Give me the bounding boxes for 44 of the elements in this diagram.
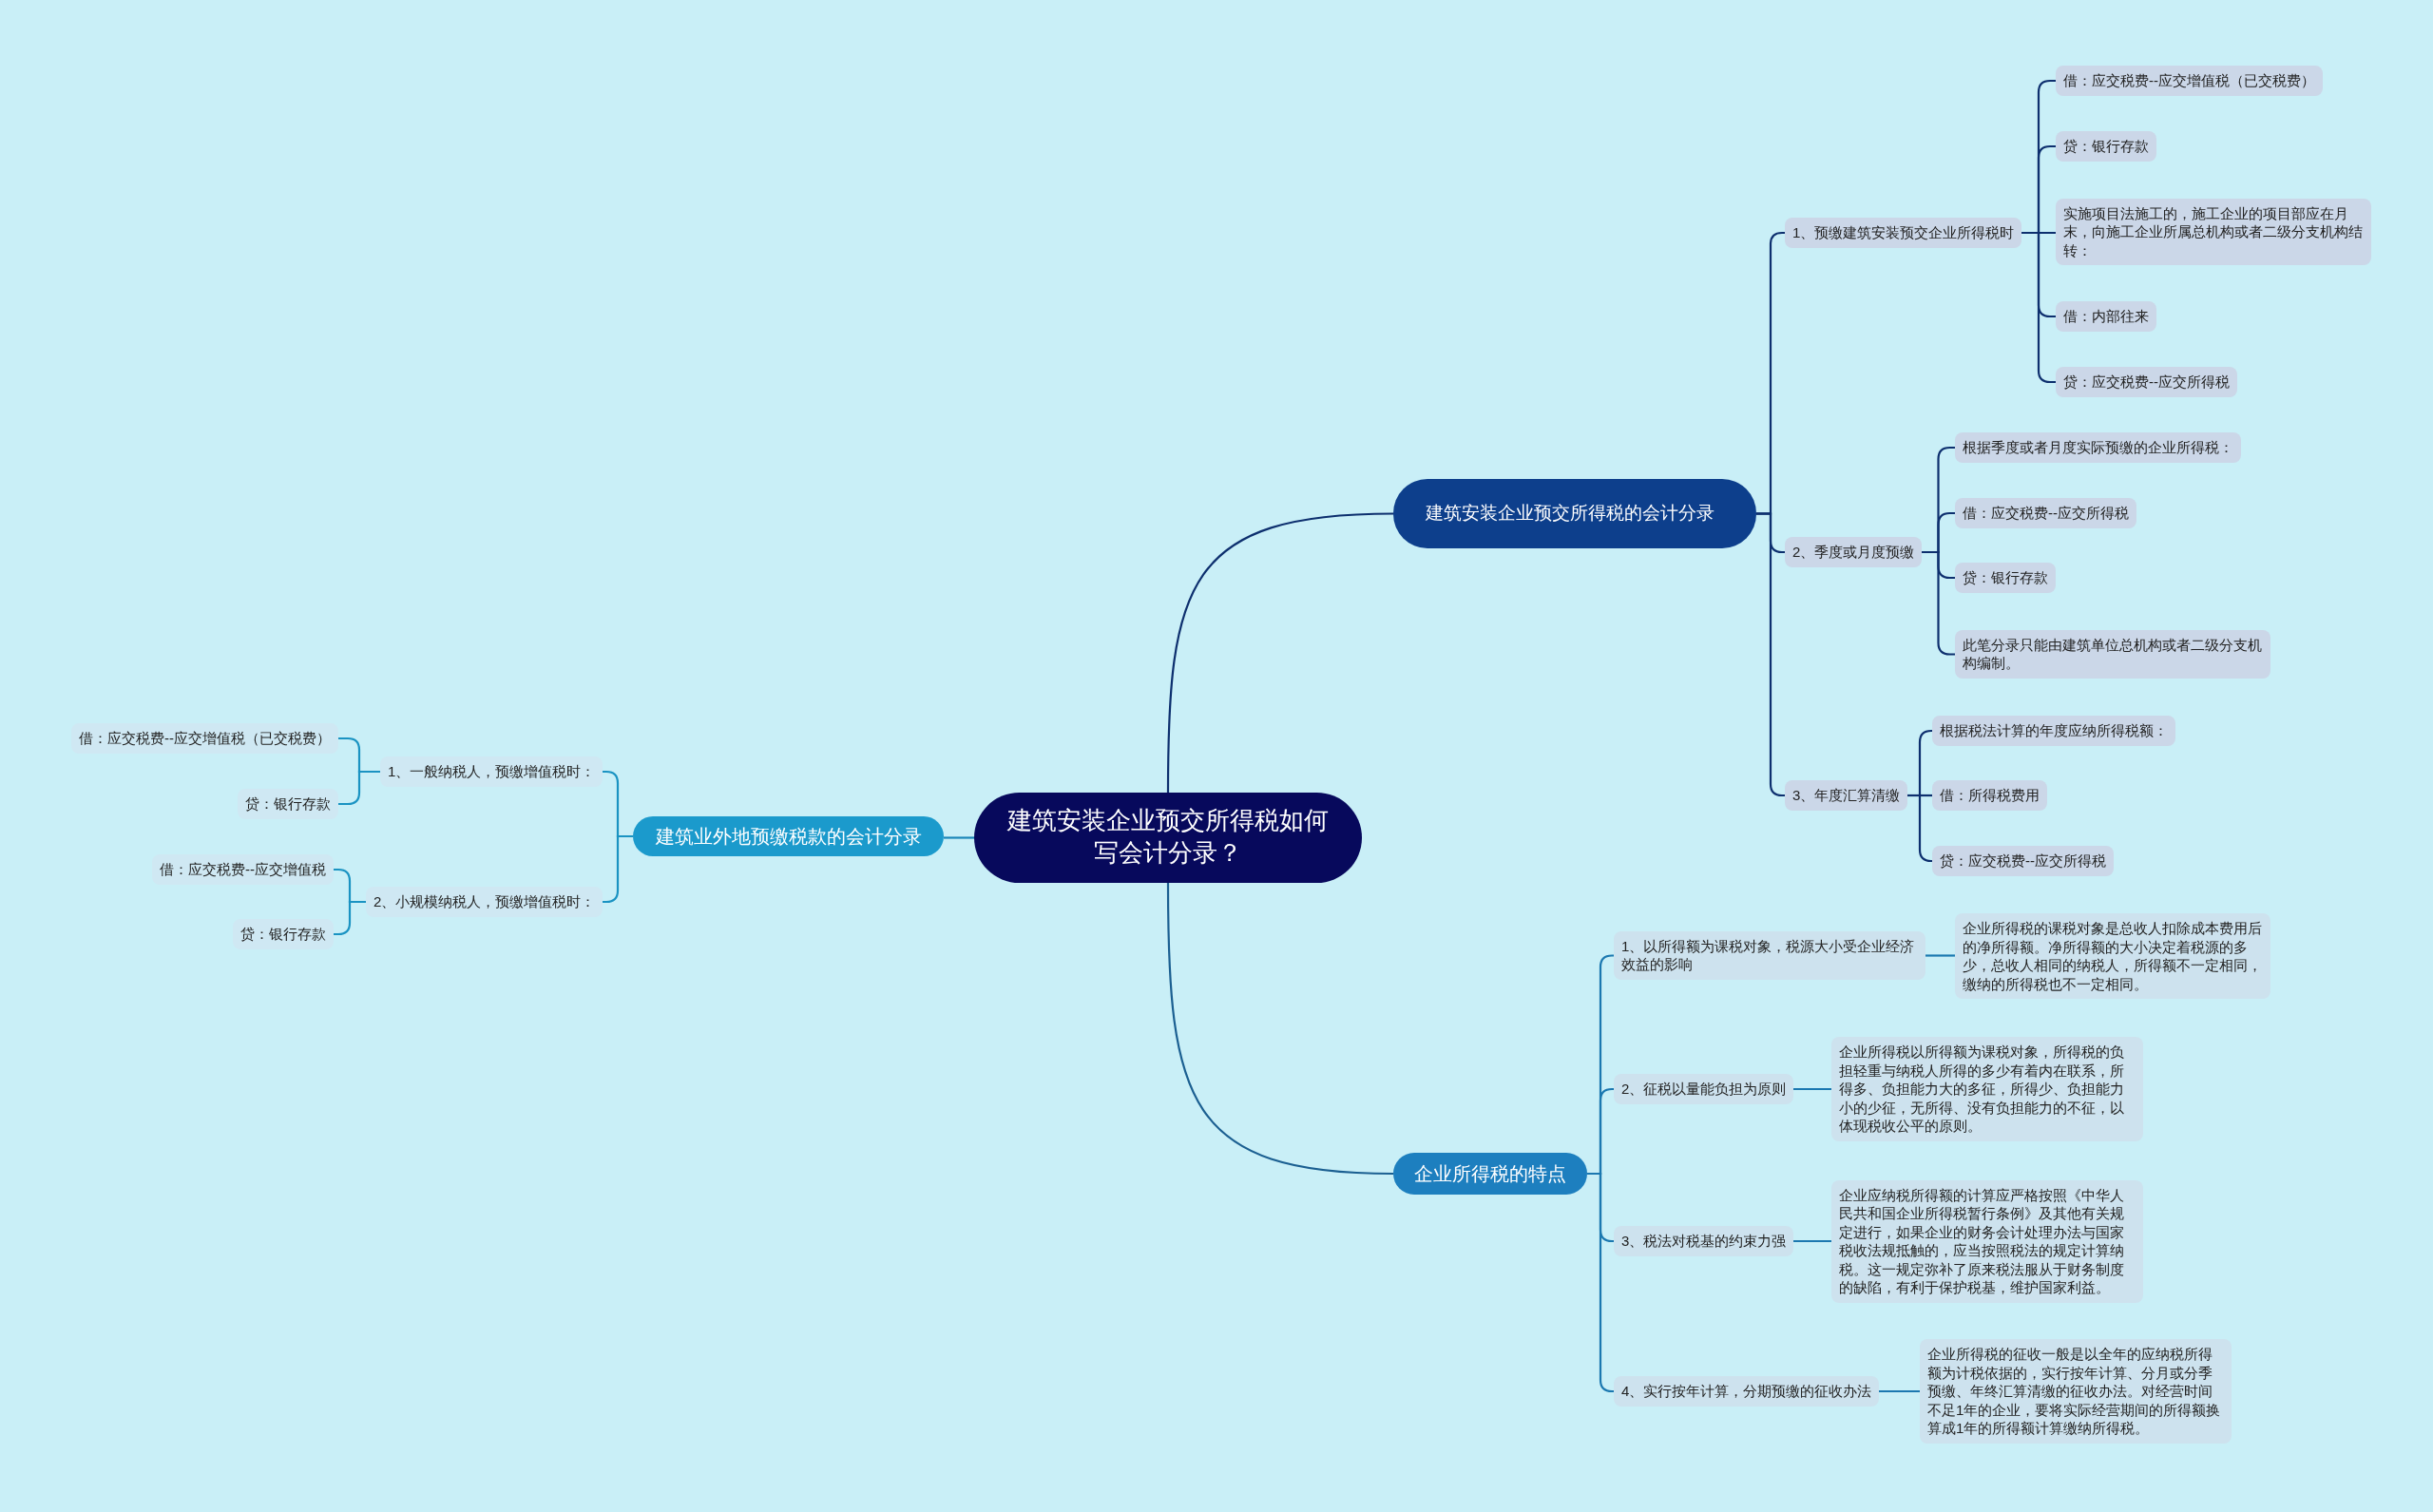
connector-line xyxy=(1793,1087,1831,1091)
connector-line xyxy=(1756,512,1785,797)
topic-box: 根据税法计算的年度应纳所得税额： xyxy=(1932,716,2175,746)
topic-box: 1、预缴建筑安装预交企业所得税时 xyxy=(1785,218,2022,248)
central-topic: 建筑安装企业预交所得税如何写会计分录？ xyxy=(974,792,1362,883)
topic-box: 贷：应交税费--应交所得税 xyxy=(2056,367,2237,397)
connector-line xyxy=(1879,1389,1920,1393)
topic-box: 借：应交税费--应交所得税 xyxy=(1955,498,2136,528)
branch-topic: 建筑业外地预缴税款的会计分录 xyxy=(633,816,944,856)
topic-box: 借：所得税费用 xyxy=(1932,780,2047,811)
topic-box: 1、一般纳税人，预缴增值税时： xyxy=(380,756,603,787)
topic-box: 2、小规模纳税人，预缴增值税时： xyxy=(366,887,603,917)
topic-box: 企业所得税的课税对象是总收人扣除成本费用后的净所得额。净所得额的大小决定着税源的多少，总收人相同的纳税人，所得额不一定相同，缴纳的所得税也不一定相同。 xyxy=(1955,913,2270,999)
topic-box: 1、以所得额为课税对象，税源大小受企业经济效益的影响 xyxy=(1614,930,1925,980)
branch-topic: 企业所得税的特点 xyxy=(1393,1153,1587,1195)
topic-box: 4、实行按年计算，分期预缴的征收办法 xyxy=(1614,1376,1880,1407)
topic-box: 贷：银行存款 xyxy=(238,789,338,819)
topic-box: 借：内部往来 xyxy=(2056,301,2156,332)
connector-line xyxy=(1793,1239,1831,1243)
connector-line xyxy=(944,836,974,839)
topic-box: 根据季度或者月度实际预缴的企业所得税： xyxy=(1955,432,2241,463)
topic-box: 企业应纳税所得额的计算应严格按照《中华人民共和国企业所得税暂行条例》及其他有关规定进行，如果企业的财务会计处理办法与国家税收法规抵触的，应当按照税法的规定计算纳税。这一规定弥补了原来税法服从于财务制度的缺陷，有利于保护税基，维护国家利益。 xyxy=(1831,1179,2143,1303)
topic-box: 实施项目法施工的，施工企业的项目部应在月末，向施工企业所属总机构或者二级分支机构结转： xyxy=(2056,198,2371,265)
topic-box: 贷：银行存款 xyxy=(233,919,334,949)
connector-line xyxy=(338,770,380,806)
topic-box: 此笔分录只能由建筑单位总机构或者二级分支机构编制。 xyxy=(1955,629,2270,679)
topic-box: 2、征税以量能负担为原则 xyxy=(1614,1074,1794,1104)
topic-box: 2、季度或月度预缴 xyxy=(1785,537,1923,567)
connector-line xyxy=(1166,512,1394,793)
connector-line xyxy=(334,900,366,936)
connector-line xyxy=(1166,883,1394,1176)
branch-topic: 建筑安装企业预交所得税的会计分录 xyxy=(1393,478,1756,548)
topic-box: 借：应交税费--应交增值税（已交税费） xyxy=(2056,66,2323,96)
topic-box: 企业所得税的征收一般是以全年的应纳税所得额为计税依据的，实行按年计算、分月或分季预缴、年终汇算清缴的征收办法。对经营时间不足1年的企业，要将实际经营期间的所得额换算成1年的所得额计算缴纳所得税。 xyxy=(1920,1339,2232,1444)
topic-box: 贷：银行存款 xyxy=(2056,131,2156,162)
topic-box: 贷：银行存款 xyxy=(1955,563,2056,593)
topic-box: 3、年度汇算清缴 xyxy=(1785,780,1908,811)
connector-line xyxy=(1925,954,1955,957)
topic-box: 贷：应交税费--应交所得税 xyxy=(1932,846,2114,876)
topic-box: 借：应交税费--应交增值税 xyxy=(152,854,334,885)
topic-box: 借：应交税费--应交增值税（已交税费） xyxy=(71,723,338,754)
topic-box: 企业所得税以所得额为课税对象，所得税的负担轻重与纳税人所得的多少有着内在联系，所得多、负担能力大的多征，所得少、负担能力小的少征，无所得、没有负担能力的不征，以体现税收公平的原则。 xyxy=(1831,1037,2143,1141)
topic-box: 3、税法对税基的约束力强 xyxy=(1614,1226,1794,1256)
connector-line xyxy=(1907,794,1933,863)
